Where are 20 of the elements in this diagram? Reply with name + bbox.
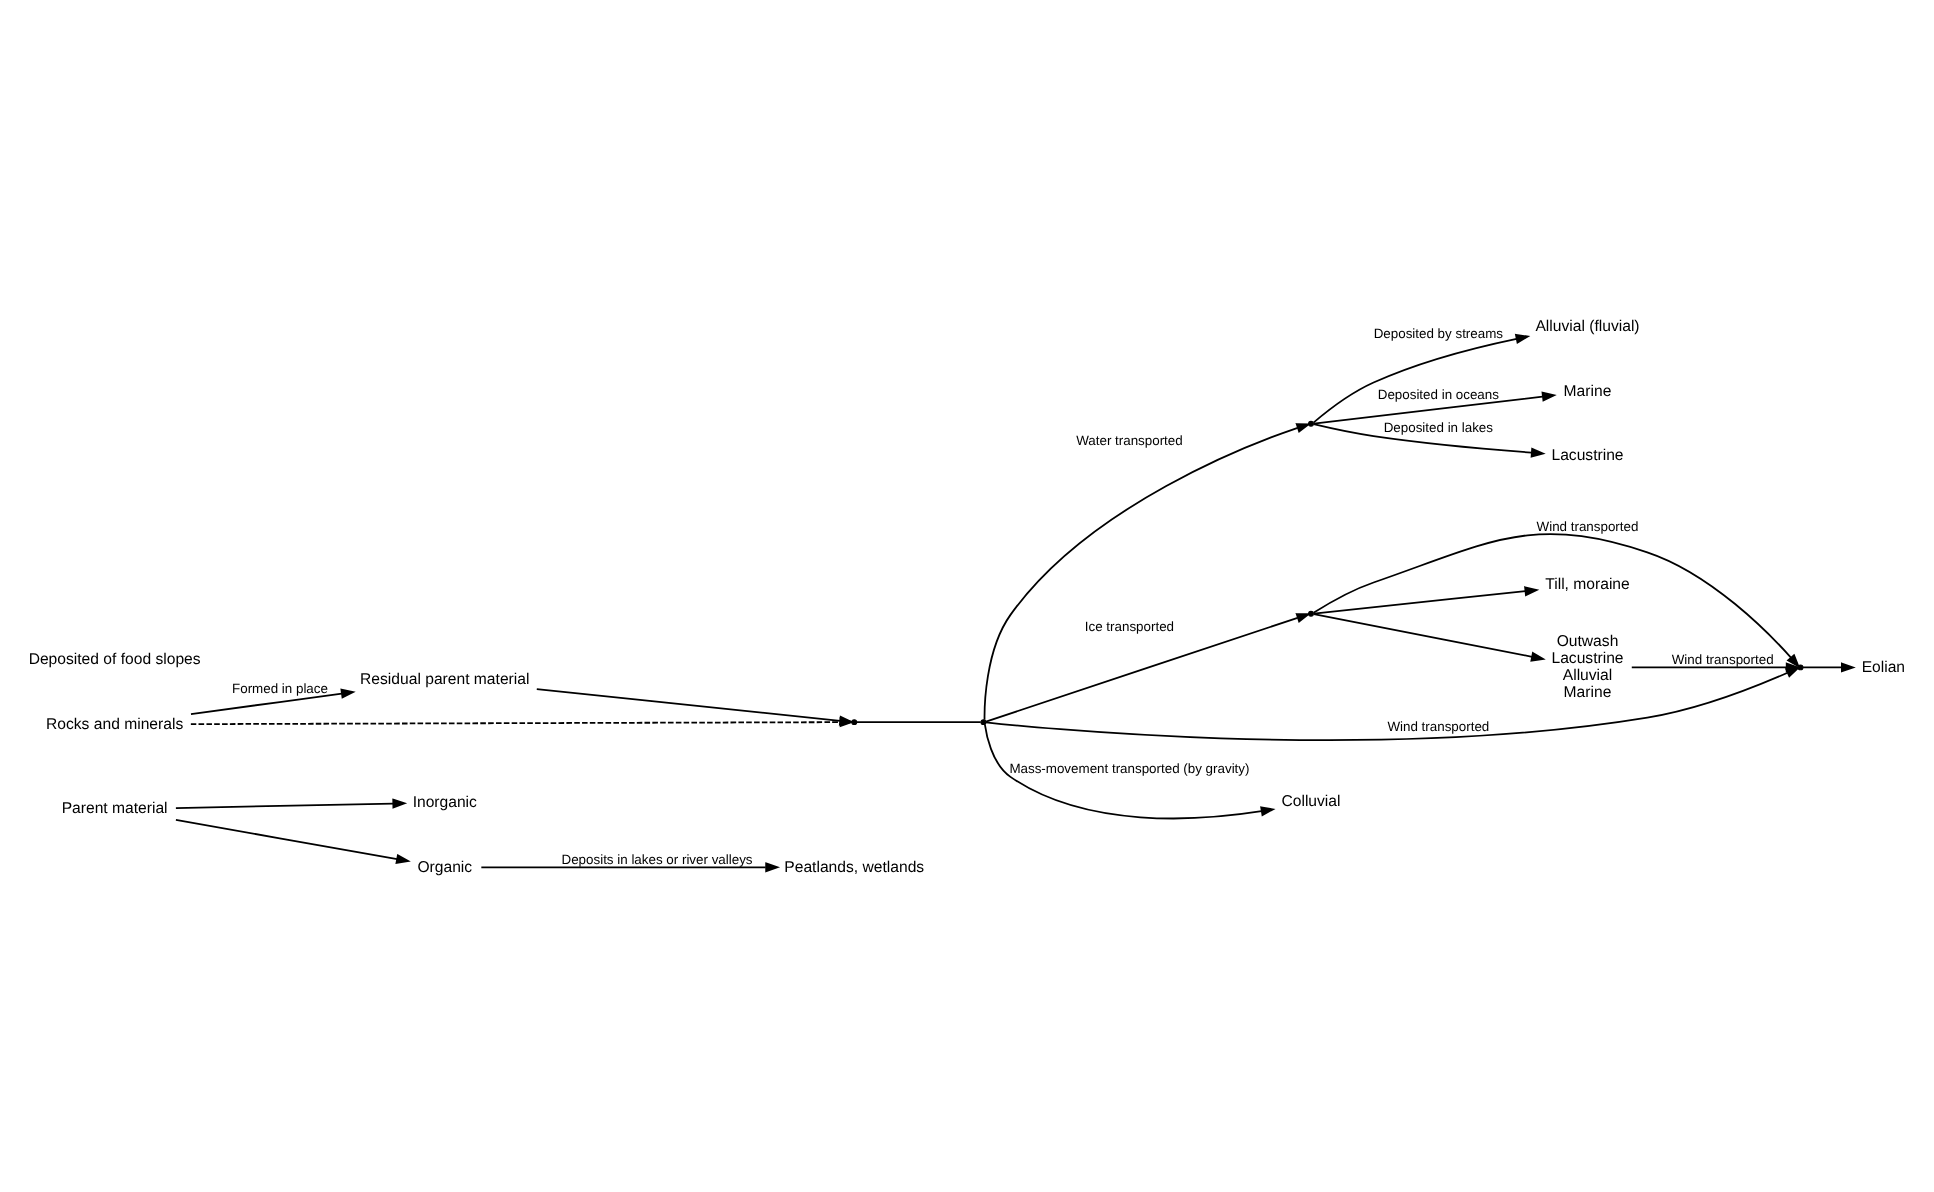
arrow: [1311, 612, 1545, 661]
node-point: [979, 718, 986, 725]
node-point: [1307, 419, 1313, 426]
arrow: [1311, 532, 1800, 668]
arrow: [1311, 585, 1539, 614]
arrow: [982, 722, 1275, 819]
arrow: [174, 797, 407, 808]
arrow: [982, 422, 1311, 720]
arrow: [1311, 332, 1530, 423]
arrow: [1311, 390, 1556, 424]
arrow: [189, 687, 355, 714]
arrow: [174, 818, 410, 864]
node-point: [850, 718, 857, 725]
node-point: [1307, 609, 1313, 616]
arrow: [479, 861, 780, 872]
arrow: [1311, 422, 1545, 457]
arrow: [984, 612, 1311, 722]
arrow: [1801, 661, 1855, 672]
connector: [854, 720, 981, 723]
arrow: [1629, 661, 1800, 672]
